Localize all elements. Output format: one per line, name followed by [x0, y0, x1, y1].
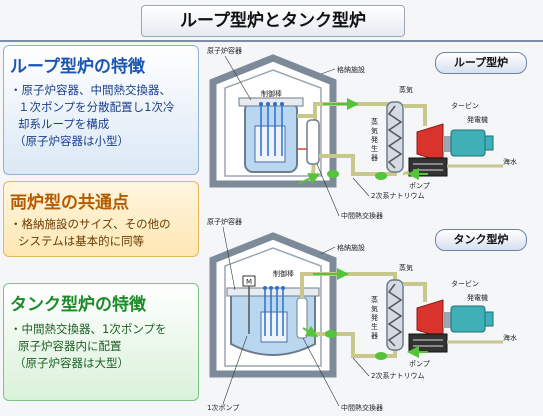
loop-ihx-label: 中間熱交換器	[341, 211, 383, 220]
loop-features-line-4: （原子炉容器は小型）	[14, 134, 129, 148]
common-points-line-2: システムは基本的に同等	[18, 234, 145, 248]
loop-sg-label-1: 蒸	[371, 117, 378, 126]
common-points-heading: 両炉型の共通点	[10, 193, 129, 213]
loop-features-line-1: ・原子炉容器、中間熱交換器、	[10, 83, 171, 97]
loop-pump-label: ポンプ	[409, 182, 430, 190]
tank-sg-label-5: 器	[371, 332, 378, 340]
loop-reactor-features-panel: ループ型炉の特徴 ・原子炉容器、中間熱交換器、 １次ポンプを分散配置し1次冷 却…	[3, 45, 199, 175]
loop-secondary-na-label: 2次系ナトリウム	[371, 191, 424, 200]
tank-generator	[450, 305, 486, 333]
tank-containment-label: 格納施設	[337, 243, 365, 252]
tank-intermediate-heat-exchanger	[296, 297, 308, 339]
tank-sg-label-2: 気	[371, 304, 378, 313]
loop-reactor-diagram: 原子炉容器 格納施設 制御棒 蒸気 タービン 発電機 蒸 気 発 生 器 海水 …	[207, 46, 517, 220]
tank-generator-label: 発電機	[467, 293, 488, 302]
tank-vessel-label: 原子炉容器	[207, 217, 242, 226]
loop-features-line-3: 却系ループを構成	[18, 117, 110, 131]
tank-features-line-3: （原子炉容器は大型）	[14, 356, 129, 370]
loop-containment-label: 格納施設	[337, 65, 365, 74]
page-title: ループ型炉とタンク型炉	[141, 5, 405, 37]
reactor-diagrams: 原子炉容器 格納施設 制御棒 蒸気 タービン 発電機 蒸 気 発 生 器 海水 …	[207, 46, 517, 412]
tank-features-line-1: ・中間熱交換器、1次ポンプを	[10, 322, 167, 336]
loop-steam-label: 蒸気	[399, 85, 413, 94]
tank-steam-label: 蒸気	[399, 263, 413, 272]
tank-sg-label-3: 発	[371, 313, 378, 322]
loop-reactor-badge: ループ型炉	[435, 52, 527, 74]
loop-vessel-label: 原子炉容器	[207, 46, 242, 55]
loop-generator-label: 発電機	[467, 115, 488, 124]
tank-turbine	[416, 299, 444, 339]
tank-condenser	[408, 333, 448, 353]
tank-sg-label-4: 生	[371, 322, 378, 331]
tank-features-line-2: 原子炉容器内に配置	[18, 339, 122, 353]
title-divider	[0, 40, 543, 42]
tank-primary-pump-label: 1次ポンプ	[207, 403, 239, 412]
tank-motor-label: M	[246, 278, 252, 286]
loop-sg-label-2: 気	[371, 126, 378, 135]
tank-reactor-badge: タンク型炉	[435, 229, 527, 251]
loop-sg-label-4: 生	[371, 144, 378, 153]
tank-sg-label-1: 蒸	[371, 295, 378, 304]
loop-generator	[450, 129, 486, 157]
loop-features-line-2: １次ポンプを分散配置し1次冷	[18, 100, 175, 114]
tank-turbine-label: タービン	[451, 279, 479, 288]
loop-features-heading: ループ型炉の特徴	[10, 57, 145, 77]
tank-secondary-na-label: 2次系ナトリウム	[371, 371, 424, 380]
loop-sg-label-3: 発	[371, 135, 378, 144]
loop-turbine-label: タービン	[451, 101, 479, 110]
loop-control-rod-label: 制御棒	[261, 89, 282, 98]
tank-seawater-label: 海水	[503, 333, 517, 342]
common-points-line-1: ・格納施設のサイズ、その他の	[10, 217, 171, 231]
tank-reactor-features-panel: タンク型炉の特徴 ・中間熱交換器、1次ポンプを 原子炉容器内に配置 （原子炉容器…	[3, 283, 199, 401]
common-points-panel: 両炉型の共通点 ・格納施設のサイズ、その他の システムは基本的に同等	[3, 181, 199, 257]
loop-turbine	[416, 123, 444, 163]
loop-intermediate-heat-exchanger	[306, 119, 320, 165]
tank-features-heading: タンク型炉の特徴	[10, 295, 146, 315]
tank-control-rod-label: 制御棒	[273, 269, 294, 278]
loop-sg-label-5: 器	[371, 154, 378, 162]
tank-pump-label: ポンプ	[409, 360, 430, 368]
tank-reactor-diagram: M 原子炉容器 格納施設 制御棒 蒸気	[207, 217, 517, 412]
loop-seawater-label: 海水	[503, 157, 517, 166]
tank-ihx-label: 中間熱交換器	[341, 403, 383, 412]
